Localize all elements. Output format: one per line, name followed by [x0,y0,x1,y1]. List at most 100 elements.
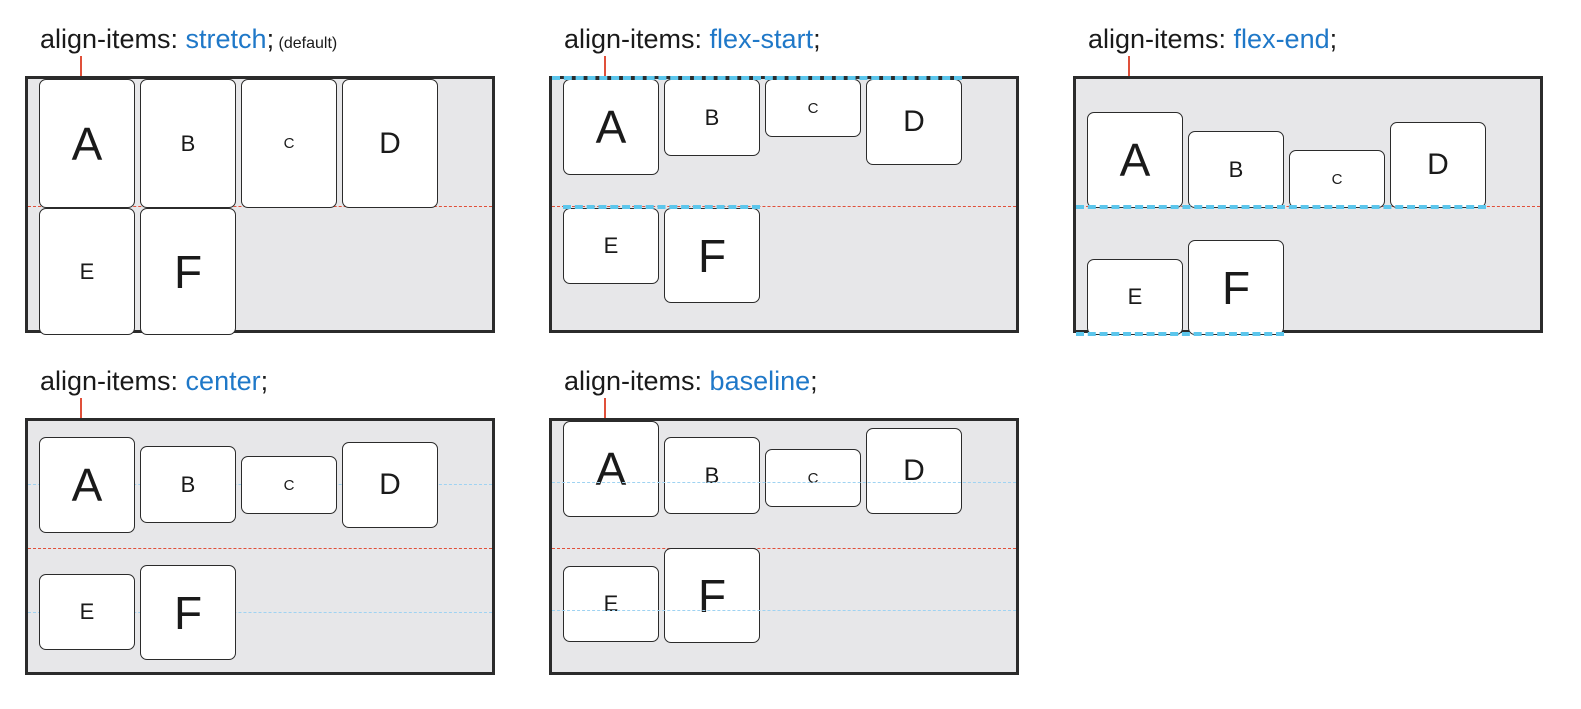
flex-item-a: A [563,79,659,175]
flex-item-b: B [140,446,236,523]
panel-heading: align-items: stretch; (default) [40,20,337,63]
flex-item-a: A [39,437,135,533]
property-value: baseline [709,366,811,396]
flex-item-b: B [664,79,760,156]
cross-end-guide-row-2 [1076,332,1284,336]
semicolon: ; [266,24,275,54]
panel-heading: align-items: flex-end; [1088,20,1337,58]
property-name: align-items: [1088,24,1234,54]
item-label: A [595,443,627,495]
item-label: D [379,468,401,501]
item-label: B [180,130,196,156]
flex-item-d: D [866,79,962,165]
flex-container: A B C D E F [1073,76,1543,336]
item-label: D [379,126,401,160]
property-value: flex-start [709,24,814,54]
flex-item-f: F [140,208,236,335]
item-label: F [173,586,203,639]
item-label: A [595,101,627,153]
item-label: B [180,471,196,497]
flex-item-d: D [342,79,438,208]
flex-item-a: A [1087,112,1183,208]
flex-container: A B C D E F [549,76,1019,333]
item-label: B [1228,156,1244,182]
flex-item-a: A [39,79,135,208]
panel-stretch: align-items: stretch; (default) A B C D … [25,20,495,340]
item-label: A [71,117,103,170]
flex-item-c: C [765,449,861,507]
baseline-guide-row-1 [552,482,1016,483]
item-label: E [1127,284,1143,309]
item-label: C [283,135,295,152]
flex-item-b: B [140,79,236,208]
semicolon: ; [260,366,269,396]
row-divider-line [552,206,1016,207]
flex-item-d: D [1390,122,1486,208]
item-label: F [1221,261,1251,314]
flex-container: A B C D E F [25,418,495,675]
main-axis-start-marker [1128,56,1130,76]
main-axis-start-marker [80,56,82,76]
main-axis-start-marker [604,398,606,418]
semicolon: ; [810,366,818,396]
panel-flex-end: align-items: flex-end; A B C D E F [1073,20,1543,340]
flex-item-b: B [664,437,760,514]
item-label: F [697,569,727,622]
flex-item-c: C [241,79,337,208]
flex-item-f: F [664,548,760,643]
panel-flex-start: align-items: flex-start; A B C D E F [549,20,1019,340]
flex-item-d: D [866,428,962,514]
cross-start-guide-row-1 [552,76,962,80]
baseline-guide-row-2 [552,610,1016,611]
main-axis-start-marker [604,56,606,76]
flex-item-b: B [1188,131,1284,208]
item-label: B [704,462,720,488]
property-name: align-items: [564,24,710,54]
item-label: C [283,476,295,494]
flex-item-e: E [39,208,135,335]
property-name: align-items: [40,24,186,54]
flex-item-e: E [39,574,135,650]
item-label: E [79,258,95,284]
property-name: align-items: [40,366,186,396]
property-value: flex-end [1233,24,1330,54]
item-label: D [903,105,925,138]
panel-heading: align-items: flex-start; [564,20,821,58]
item-label: E [603,591,619,616]
flex-container: A B C D E F [25,76,495,335]
item-label: C [807,99,819,117]
property-value: center [185,366,261,396]
flex-item-a: A [563,421,659,517]
flex-item-f: F [140,565,236,660]
row-divider-line [552,548,1016,549]
panel-heading: align-items: baseline; [564,362,818,400]
property-name: align-items: [564,366,710,396]
flex-item-c: C [765,79,861,137]
panel-baseline: align-items: baseline; A B C D E F [549,362,1019,682]
center-guide-row-2 [28,612,492,613]
row-divider-line [28,548,492,549]
item-label: A [71,459,103,511]
cross-end-guide-row-1 [1076,205,1486,209]
default-note: (default) [274,35,338,52]
item-label: E [79,599,95,624]
item-label: D [903,454,925,487]
flex-container: A B C D E F [549,418,1019,675]
property-value: stretch [185,24,267,54]
item-label: C [1331,170,1343,188]
flex-item-e: E [1087,259,1183,335]
flex-item-c: C [241,456,337,514]
item-label: B [704,104,720,130]
flex-item-e: E [563,208,659,284]
item-label: C [807,469,819,487]
semicolon: ; [813,24,821,54]
flex-item-c: C [1289,150,1385,208]
flex-item-d: D [342,442,438,528]
item-label: A [1119,134,1151,186]
cross-start-guide-row-2 [563,205,760,209]
item-label: F [173,245,203,298]
flex-item-f: F [1188,240,1284,335]
main-axis-start-marker [80,398,82,418]
item-label: F [697,229,727,282]
flex-item-e: E [563,566,659,642]
